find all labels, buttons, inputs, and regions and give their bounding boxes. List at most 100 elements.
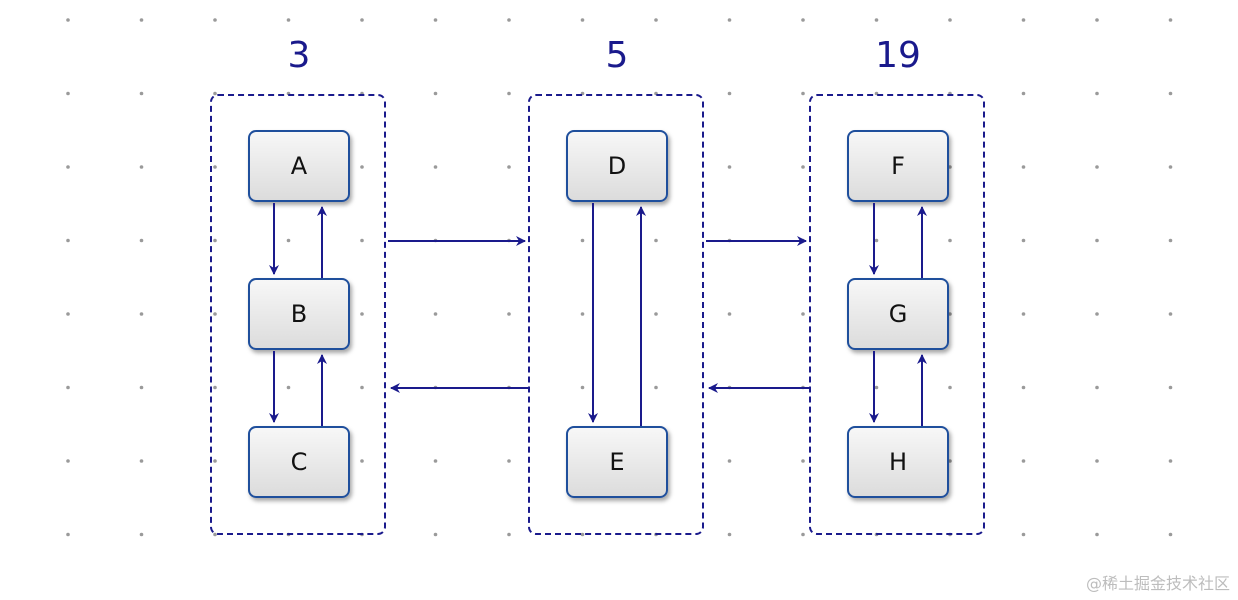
grid-dot <box>801 238 805 243</box>
grid-dot <box>1095 385 1099 390</box>
grid-dot <box>433 165 438 169</box>
grid-dot <box>727 312 732 316</box>
grid-dot <box>360 459 364 463</box>
grid-dot <box>360 385 364 390</box>
grid-dot <box>801 385 805 390</box>
grid-dot <box>139 312 144 316</box>
grid-dot <box>1095 238 1099 243</box>
group-box-2 <box>528 94 704 535</box>
grid-dot <box>213 459 217 463</box>
grid-dot <box>433 91 438 96</box>
node-d[interactable]: D <box>566 130 668 202</box>
grid-dot <box>801 312 805 316</box>
grid-dot <box>1168 385 1173 390</box>
group-box-3 <box>809 94 985 535</box>
grid-dot <box>286 385 291 390</box>
group-box-1 <box>210 94 386 535</box>
node-g[interactable]: G <box>847 278 949 350</box>
grid-dot <box>286 238 291 243</box>
grid-dot <box>1168 312 1173 316</box>
node-h[interactable]: H <box>847 426 949 498</box>
grid-dot <box>1021 532 1026 537</box>
grid-dot <box>360 165 364 169</box>
grid-dot <box>874 18 879 22</box>
grid-dot <box>1095 312 1099 316</box>
grid-dot <box>433 459 438 463</box>
grid-dot <box>1021 165 1026 169</box>
grid-dot <box>727 238 732 243</box>
grid-dot <box>66 532 70 537</box>
grid-dot <box>433 385 438 390</box>
grid-dot <box>948 312 952 316</box>
grid-dot <box>213 18 217 22</box>
grid-dot <box>507 91 511 96</box>
node-e[interactable]: E <box>566 426 668 498</box>
grid-dot <box>1168 238 1173 243</box>
watermark: @稀土掘金技术社区 <box>1085 574 1230 593</box>
grid-dot <box>66 459 70 463</box>
grid-dot <box>580 238 585 243</box>
grid-dot <box>1168 459 1173 463</box>
grid-dot <box>66 91 70 96</box>
grid-dot <box>801 18 805 22</box>
grid-dot <box>507 18 511 22</box>
grid-dot <box>801 91 805 96</box>
grid-dot <box>948 385 952 390</box>
grid-dot <box>1021 459 1026 463</box>
grid-dot <box>1021 312 1026 316</box>
grid-dot <box>213 385 217 390</box>
grid-dot <box>433 312 438 316</box>
grid-dot <box>66 238 70 243</box>
node-b[interactable]: B <box>248 278 350 350</box>
grid-dot <box>1021 238 1026 243</box>
grid-dot <box>1168 532 1173 537</box>
grid-dot <box>1168 91 1173 96</box>
grid-dot <box>433 18 438 22</box>
grid-dot <box>507 385 511 390</box>
grid-dot <box>139 532 144 537</box>
grid-dot <box>360 18 364 22</box>
grid-dot <box>654 238 658 243</box>
grid-dot <box>801 165 805 169</box>
group-title-3: 19 <box>875 35 921 76</box>
grid-dot <box>1021 385 1026 390</box>
grid-dot <box>66 385 70 390</box>
grid-dot <box>139 459 144 463</box>
grid-dot <box>727 18 732 22</box>
grid-dot <box>580 312 585 316</box>
grid-dot <box>874 238 879 243</box>
grid-dot <box>139 385 144 390</box>
grid-dot <box>654 18 658 22</box>
grid-dot <box>66 165 70 169</box>
grid-dot <box>727 165 732 169</box>
grid-dot <box>1168 165 1173 169</box>
grid-dot <box>213 165 217 169</box>
grid-dot <box>507 312 511 316</box>
node-f[interactable]: F <box>847 130 949 202</box>
grid-dot <box>727 91 732 96</box>
grid-dot <box>507 532 511 537</box>
grid-dot <box>874 385 879 390</box>
grid-dot <box>727 385 732 390</box>
grid-dot <box>948 18 952 22</box>
node-a[interactable]: A <box>248 130 350 202</box>
grid-dot <box>360 238 364 243</box>
grid-dot <box>948 165 952 169</box>
grid-dot <box>1095 459 1099 463</box>
grid-dot <box>580 385 585 390</box>
grid-dot <box>213 238 217 243</box>
grid-dot <box>948 459 952 463</box>
grid-dot <box>654 385 658 390</box>
grid-dot <box>286 18 291 22</box>
grid-dot <box>801 532 805 537</box>
node-c[interactable]: C <box>248 426 350 498</box>
grid-dot <box>507 459 511 463</box>
grid-dot <box>1095 532 1099 537</box>
grid-dot <box>727 532 732 537</box>
grid-dot <box>1168 18 1173 22</box>
grid-dot <box>139 165 144 169</box>
grid-dot <box>1095 18 1099 22</box>
grid-dot <box>139 238 144 243</box>
grid-dot <box>139 18 144 22</box>
grid-dot <box>66 18 70 22</box>
